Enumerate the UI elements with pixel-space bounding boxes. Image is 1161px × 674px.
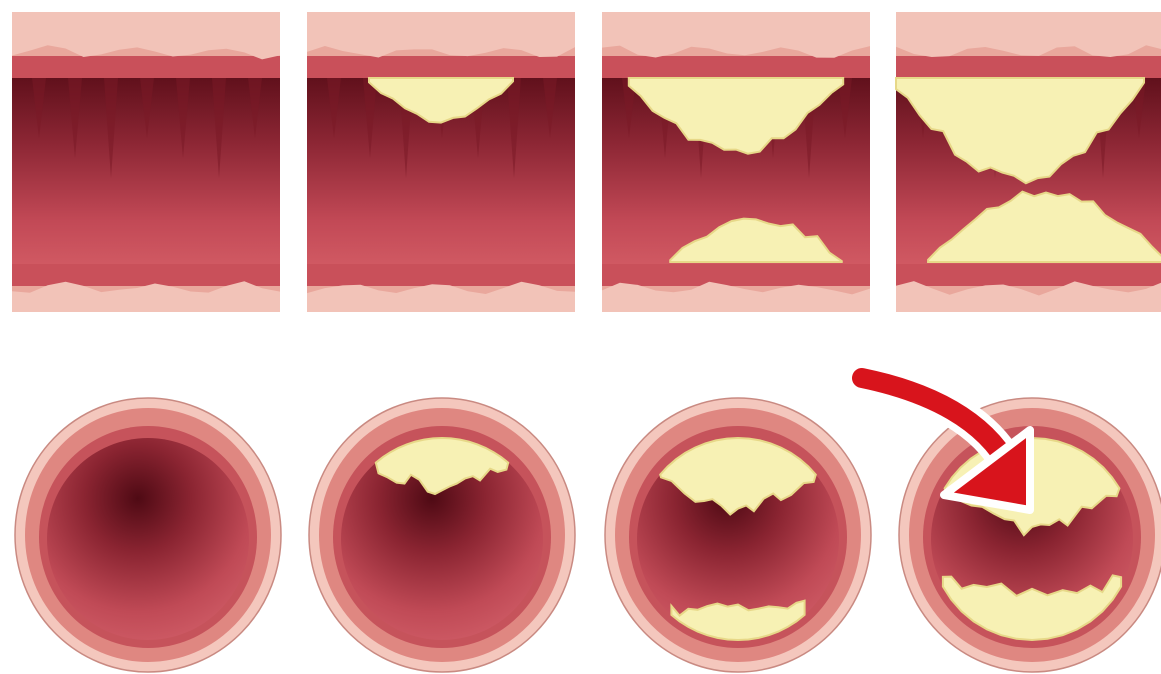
longitudinal-panel — [896, 12, 1161, 312]
longitudinal-panel — [307, 12, 575, 312]
wall-wave-top — [602, 12, 870, 58]
longitudinal-panel — [12, 12, 280, 312]
longitudinal-section-row — [12, 12, 1161, 312]
wall-wave-bottom — [307, 282, 575, 312]
cross-section-vessel — [15, 398, 281, 672]
cross-section-vessel — [309, 398, 575, 672]
wall-wave-top — [896, 12, 1161, 57]
vessel-intima-top — [602, 56, 870, 78]
vessel-intima-bottom — [602, 264, 870, 286]
vessel-intima-bottom — [307, 264, 575, 286]
cross-section-vessel — [605, 398, 871, 672]
vessel-intima-bottom — [896, 264, 1161, 286]
wall-wave-bottom — [12, 281, 280, 312]
vessel-intima-top — [896, 56, 1161, 78]
vessel-intima-top — [307, 56, 575, 78]
longitudinal-panel — [602, 12, 870, 312]
vessel-lumen — [47, 438, 249, 640]
wall-wave-top — [307, 12, 575, 58]
vessel-intima-top — [12, 56, 280, 78]
